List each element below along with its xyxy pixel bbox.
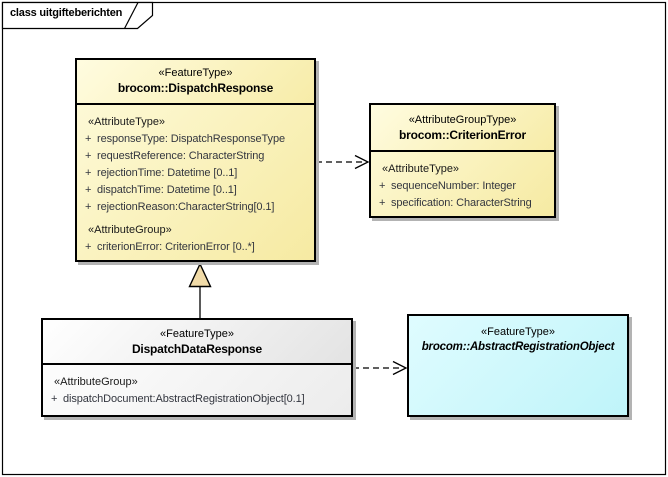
frame-tab xyxy=(1,1,154,30)
class-stereotype: «FeatureType» xyxy=(158,67,233,79)
attribute-text: dispatchTime: Datetime [0..1] xyxy=(97,184,237,196)
attribute-compartment: «AttributeType» + sequenceNumber: Integer… xyxy=(371,162,554,212)
attribute-row: + criterionError: CriterionError [0..*] xyxy=(77,239,314,256)
attribute-compartment: «AttributeType» + responseType: DispatchR… xyxy=(77,115,314,256)
class-name: DispatchDataResponse xyxy=(131,342,263,356)
visibility-marker: + xyxy=(85,241,92,253)
class-stereotype: «AttributeGroupType» xyxy=(408,114,517,126)
class-name: brocom::CriterionError xyxy=(399,128,526,142)
class-box-dispatchdataresponse: «FeatureType» DispatchDataResponse «Attr… xyxy=(41,318,353,417)
attribute-text: requestReference: CharacterString xyxy=(97,150,265,162)
attribute-text: specification: CharacterString xyxy=(391,197,532,209)
class-box-abstractregistrationobject: «FeatureType» brocom::AbstractRegistrati… xyxy=(407,314,629,417)
section-label: «AttributeType» xyxy=(88,116,166,128)
generalization-arrow xyxy=(188,262,212,318)
attribute-text: rejectionReason:CharacterString[0.1] xyxy=(97,201,275,213)
attribute-row: + dispatchDocument:AbstractRegistrationOb… xyxy=(43,391,351,408)
dependency-arrow-dispatchresponse-criterionerror xyxy=(316,154,370,170)
attribute-text: dispatchDocument:AbstractRegistrationObj… xyxy=(63,393,305,405)
class-name: brocom::DispatchResponse xyxy=(117,81,274,95)
attribute-text: criterionError: CriterionError [0..*] xyxy=(97,241,255,253)
class-header: «AttributeGroupType» brocom::CriterionEr… xyxy=(371,105,554,152)
visibility-marker: + xyxy=(379,197,386,209)
class-box-criterionerror: «AttributeGroupType» brocom::CriterionEr… xyxy=(369,103,556,218)
attribute-row: + specification: CharacterString xyxy=(371,195,554,212)
visibility-marker: + xyxy=(85,184,92,196)
visibility-marker: + xyxy=(379,180,386,192)
class-box-dispatchresponse: «FeatureType» brocom::DispatchResponse «… xyxy=(75,58,316,262)
visibility-marker: + xyxy=(85,150,92,162)
class-header: «FeatureType» DispatchDataResponse xyxy=(43,320,351,365)
section-label: «AttributeType» xyxy=(382,163,460,175)
frame-label: class uitgifteberichten xyxy=(10,7,123,19)
attribute-text: responseType: DispatchResponseType xyxy=(97,133,285,145)
class-header: «FeatureType» brocom::AbstractRegistrati… xyxy=(409,316,627,362)
dependency-arrow-dispatchdataresponse-abstractregistrationobject xyxy=(353,360,408,376)
visibility-marker: + xyxy=(85,201,92,213)
visibility-marker: + xyxy=(85,167,92,179)
attribute-row: + requestReference: CharacterString xyxy=(77,148,314,165)
attribute-text: sequenceNumber: Integer xyxy=(391,180,516,192)
attribute-compartment: «AttributeGroup» + dispatchDocument:Abstr… xyxy=(43,375,351,408)
attribute-row: + rejectionReason:CharacterString[0.1] xyxy=(77,199,314,216)
class-name: brocom::AbstractRegistrationObject xyxy=(421,341,615,353)
attribute-row: + responseType: DispatchResponseType xyxy=(77,131,314,148)
section-label: «AttributeGroup» xyxy=(54,376,138,388)
attribute-text: rejectionTime: Datetime [0..1] xyxy=(97,167,238,179)
attribute-row: + sequenceNumber: Integer xyxy=(371,178,554,195)
class-header: «FeatureType» brocom::DispatchResponse xyxy=(77,60,314,105)
attribute-row: + dispatchTime: Datetime [0..1] xyxy=(77,182,314,199)
attribute-row: + rejectionTime: Datetime [0..1] xyxy=(77,165,314,182)
visibility-marker: + xyxy=(85,133,92,145)
class-stereotype: «FeatureType» xyxy=(160,328,234,340)
class-stereotype: «FeatureType» xyxy=(481,326,555,338)
visibility-marker: + xyxy=(51,393,58,405)
section-label: «AttributeGroup» xyxy=(88,224,172,236)
